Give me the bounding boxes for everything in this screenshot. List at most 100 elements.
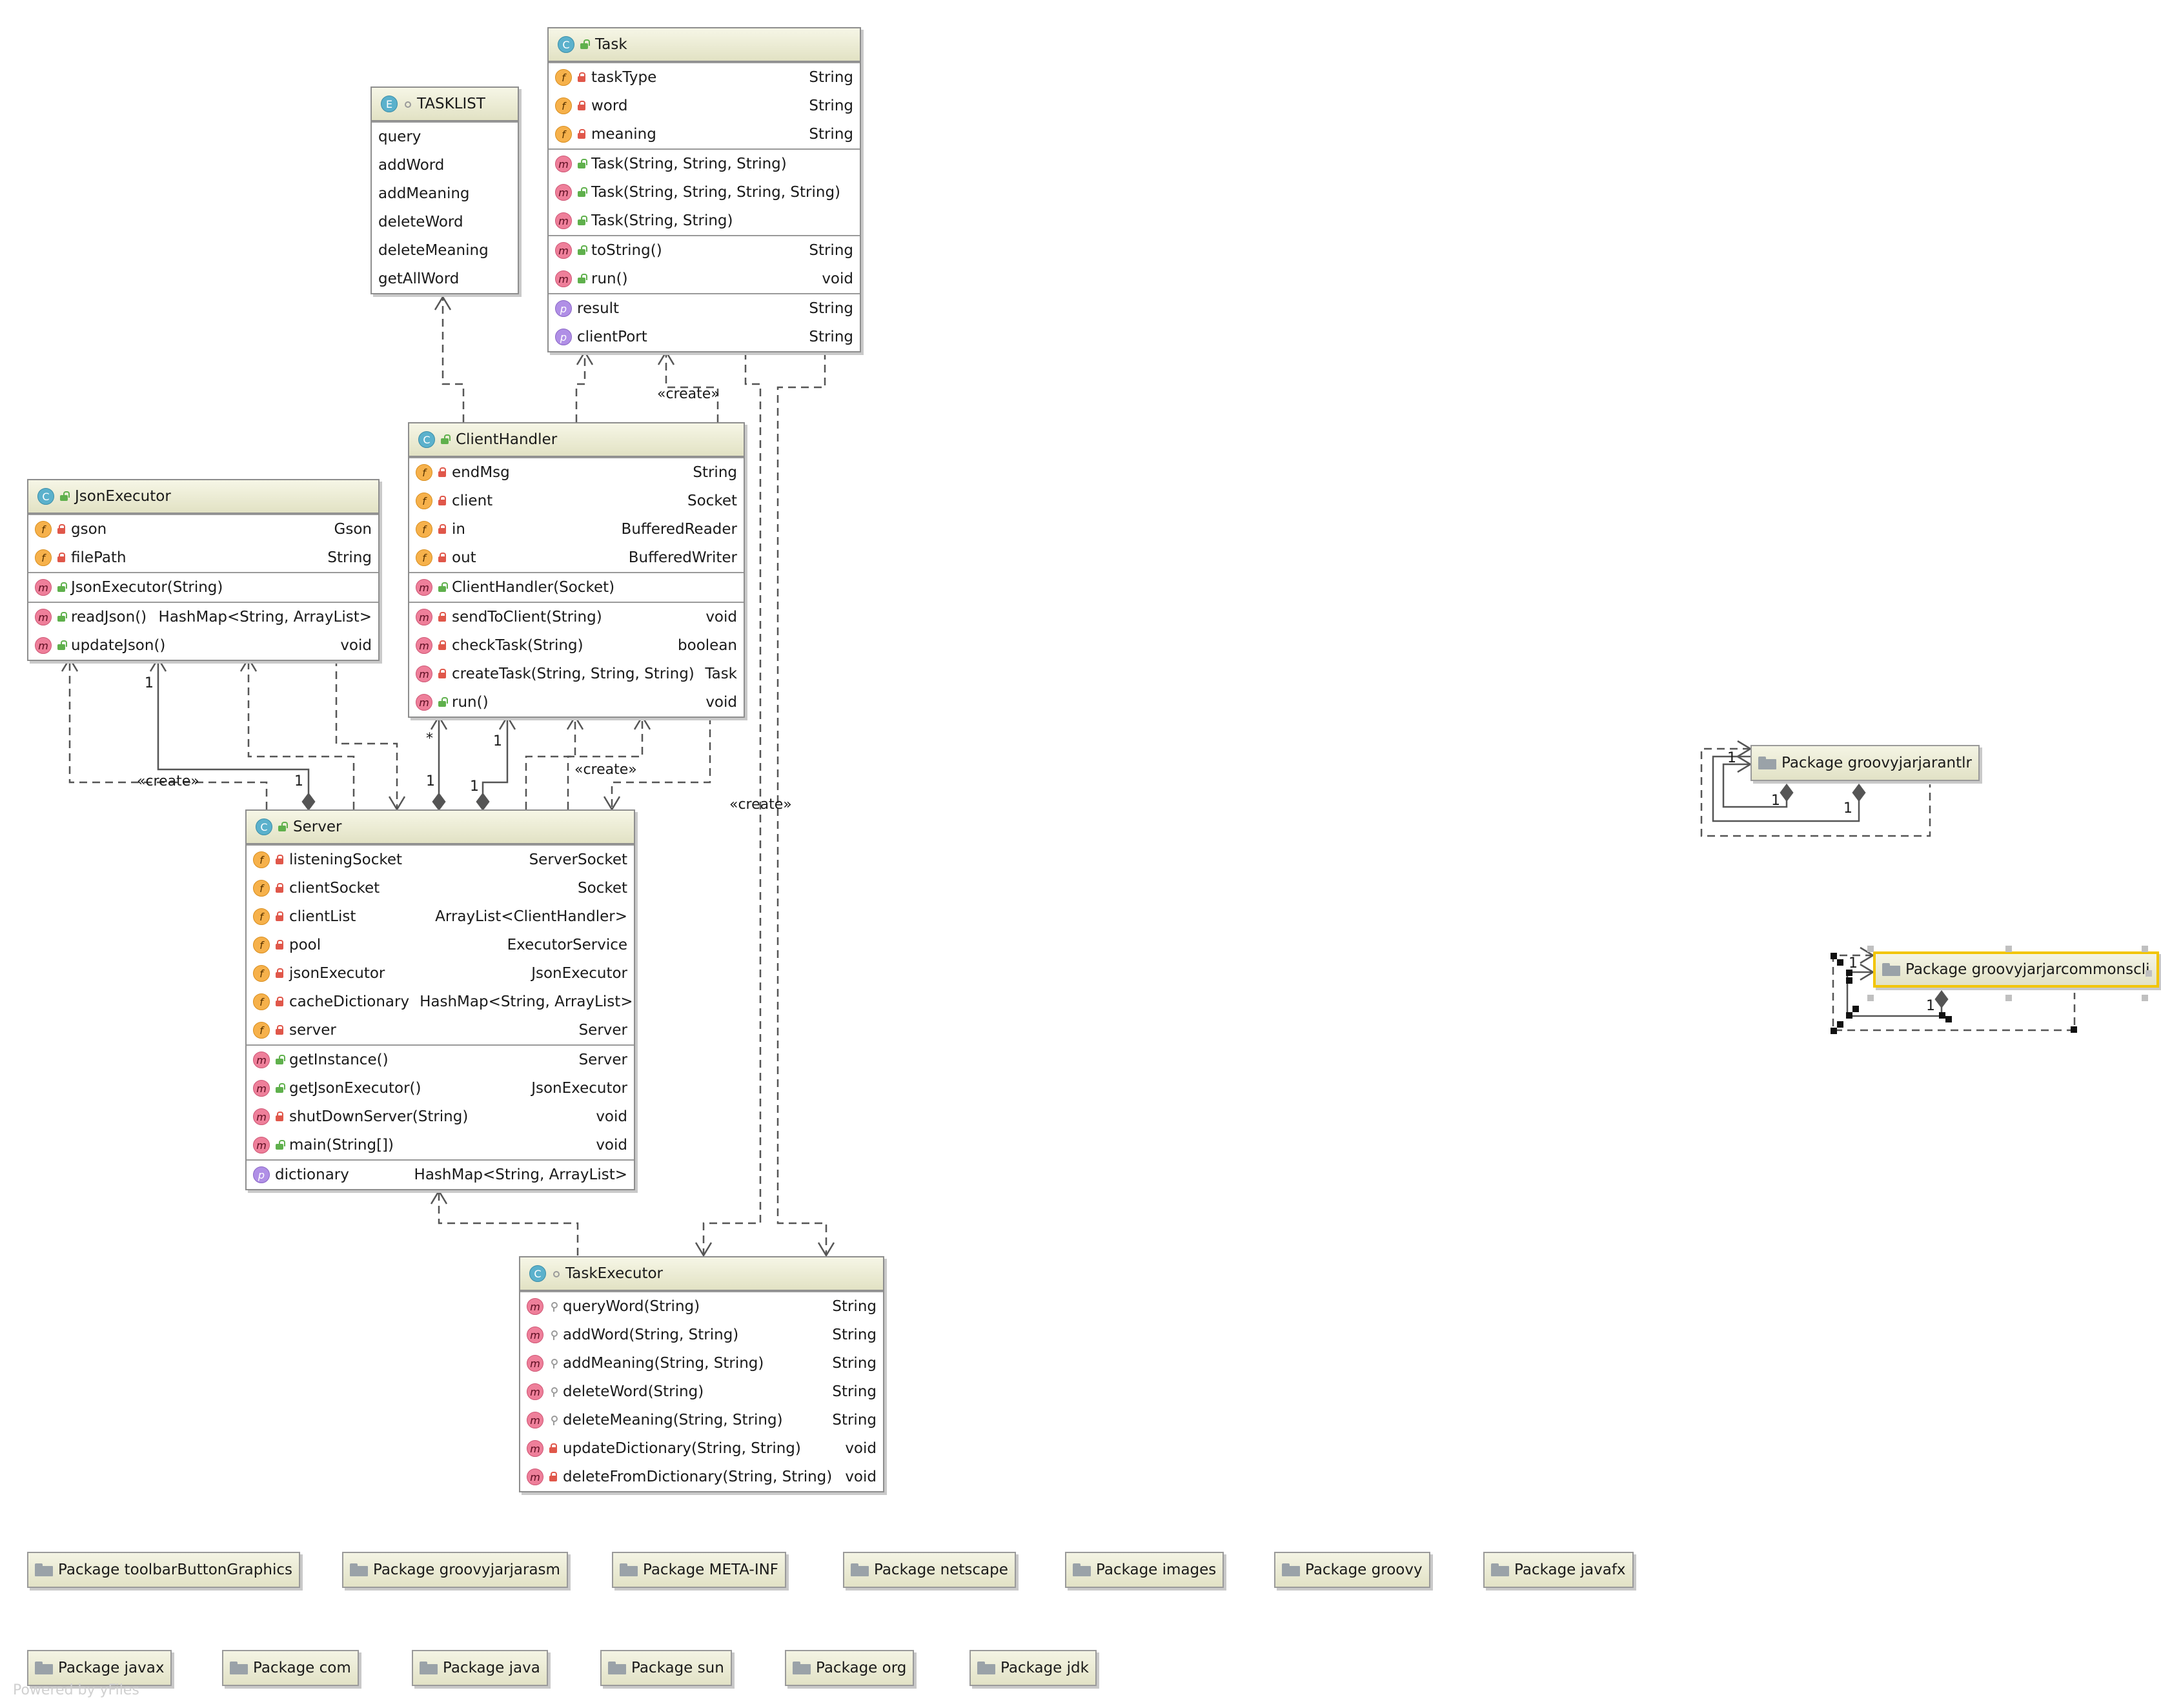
method-type: Server <box>578 1052 627 1068</box>
field-type: Gson <box>334 521 372 538</box>
enum-constant[interactable]: getAllWord <box>378 270 460 287</box>
enum-constant[interactable]: deleteMeaning <box>378 242 489 259</box>
enum-constant[interactable]: addMeaning <box>378 185 470 202</box>
package-java[interactable]: Package java <box>412 1650 548 1686</box>
folder-icon <box>420 1662 438 1674</box>
folder-icon <box>1758 757 1776 769</box>
selection-handle[interactable] <box>2142 946 2148 952</box>
method-name: deleteMeaning(String, String) <box>563 1412 783 1428</box>
folder-icon <box>230 1662 248 1674</box>
package-javax[interactable]: Package javax <box>27 1650 172 1686</box>
selection-handle[interactable] <box>2005 995 2012 1001</box>
package-groovy[interactable]: Package groovy <box>1274 1552 1430 1588</box>
selection-handle[interactable] <box>2005 946 2012 952</box>
package-netscape[interactable]: Package netscape <box>843 1552 1016 1588</box>
enum-tasklist[interactable]: E TASKLIST query addWord addMeaning dele… <box>370 86 519 294</box>
selection-handle[interactable] <box>1867 995 1874 1001</box>
enum-constant[interactable]: deleteWord <box>378 214 463 230</box>
package-sun[interactable]: Package sun <box>600 1650 732 1686</box>
package-groovyjarjarasm[interactable]: Package groovyjarjarasm <box>342 1552 568 1588</box>
selection-handle[interactable] <box>1867 946 1874 952</box>
edge-taskexecutor-task-2 <box>776 352 827 1256</box>
package-visibility-icon <box>549 1301 558 1312</box>
multiplicity-label: 1 <box>493 733 502 749</box>
package-images[interactable]: Package images <box>1065 1552 1224 1588</box>
package-org[interactable]: Package org <box>785 1650 915 1686</box>
selection-handle[interactable] <box>2142 995 2148 1001</box>
method-icon: m <box>527 1412 543 1428</box>
package-javafx[interactable]: Package javafx <box>1483 1552 1634 1588</box>
property-type: String <box>809 300 853 317</box>
field-name: client <box>452 493 493 509</box>
package-groovyjarjarantlr[interactable]: Package groovyjarjarantlr <box>1750 745 1980 781</box>
package-groovyjarjarcommonscli[interactable]: Package groovyjarjarcommonscli <box>1873 951 2159 988</box>
enum-constant[interactable]: addWord <box>378 157 445 174</box>
edge-label-create: «create» <box>574 762 637 778</box>
method-name: shutDownServer(String) <box>289 1108 469 1125</box>
package-label: Package javax <box>58 1660 165 1676</box>
package-jdk[interactable]: Package jdk <box>969 1650 1097 1686</box>
method-name: deleteFromDictionary(String, String) <box>563 1469 833 1485</box>
edge-taskexecutor-task-1 <box>702 352 762 1256</box>
selection-handle[interactable] <box>2146 970 2152 977</box>
package-meta-inf[interactable]: Package META-INF <box>612 1552 787 1588</box>
method-type: String <box>832 1298 877 1315</box>
method-name: readJson() <box>71 609 147 625</box>
method-name: deleteWord(String) <box>563 1383 704 1400</box>
enum-constant[interactable]: query <box>378 128 421 145</box>
package-com[interactable]: Package com <box>222 1650 359 1686</box>
method-icon: m <box>253 1108 270 1125</box>
method-icon: m <box>416 637 432 654</box>
package-toolbarbuttongraphics[interactable]: Package toolbarButtonGraphics <box>27 1552 300 1588</box>
